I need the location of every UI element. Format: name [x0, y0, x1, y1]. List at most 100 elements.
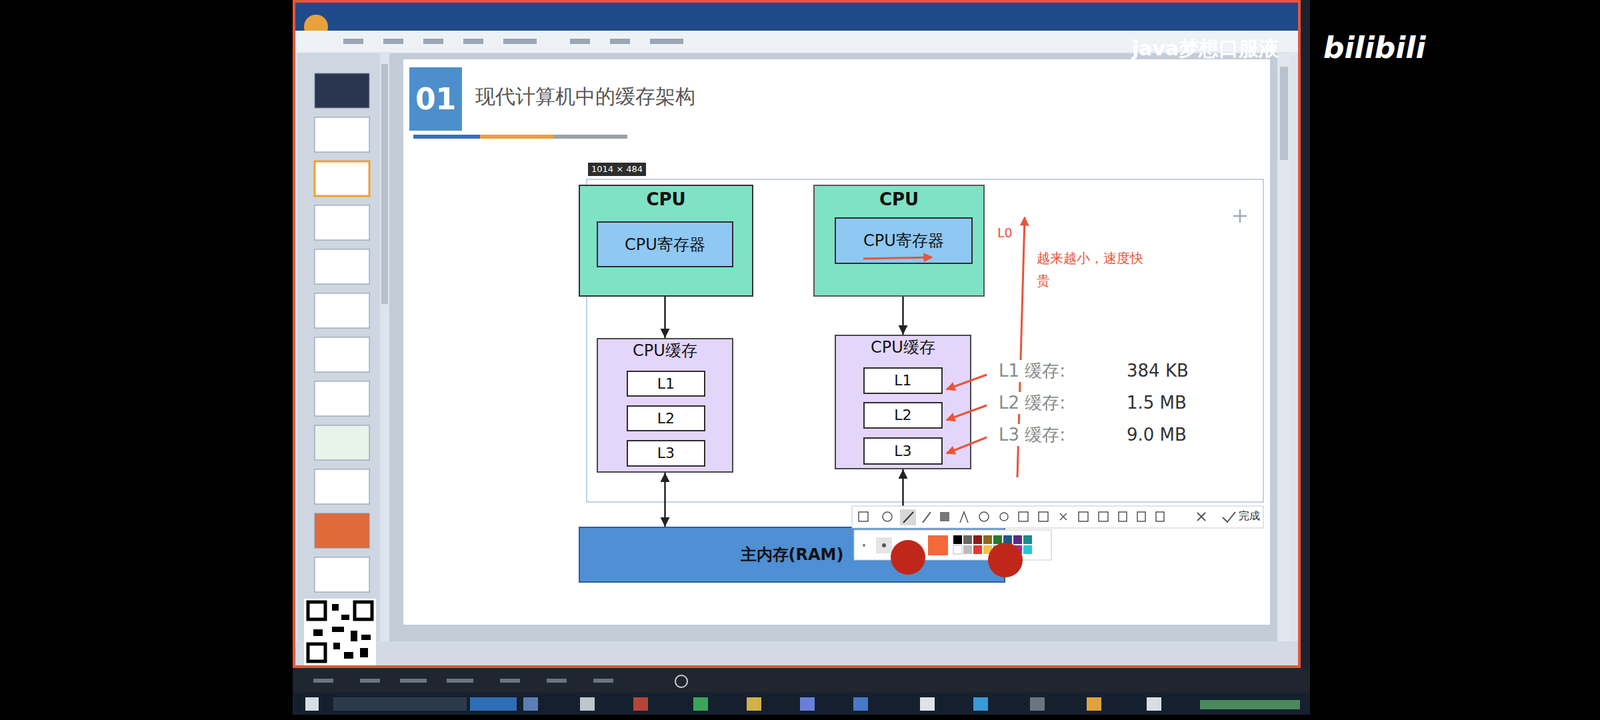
- pen-size: [876, 537, 892, 554]
- swatch: [1023, 545, 1032, 554]
- tool-icon: [858, 512, 868, 522]
- cursor-marker: [988, 542, 1023, 578]
- thumbnail: [314, 73, 370, 108]
- thumbnail: [314, 293, 370, 328]
- cache-level-box: L1: [626, 370, 706, 397]
- qr-bit: [333, 642, 340, 650]
- connector-arrow: [664, 472, 666, 527]
- thumbnail: [314, 557, 370, 592]
- annotation-note: 越来越小，速度快 贵: [1036, 246, 1152, 292]
- thumbnail: [314, 513, 370, 548]
- tool-icon: [1018, 512, 1028, 522]
- connector-arrow: [902, 469, 904, 527]
- power-icon: [675, 675, 688, 688]
- task-icon: [1086, 697, 1102, 711]
- check-icon: [1222, 512, 1236, 522]
- qr-bit: [332, 626, 344, 632]
- tool-icon: [903, 512, 914, 523]
- swatch: [1003, 545, 1012, 554]
- ribbon-tab: [650, 38, 684, 44]
- ribbon: [295, 30, 1298, 52]
- task-icon: [470, 697, 517, 711]
- leader-arrow: [946, 374, 987, 390]
- cache-level-box: L3: [626, 440, 706, 467]
- task-icon: [580, 697, 595, 711]
- swatch: [1013, 545, 1022, 554]
- tool-icon: [1038, 512, 1048, 522]
- memory-box: 主内存(RAM): [578, 526, 1006, 583]
- tool-icon: [979, 512, 989, 522]
- task-icon: [693, 697, 708, 711]
- cache-level-box: L1: [863, 367, 943, 394]
- node-text: L1: [894, 371, 912, 390]
- cpu-box: CPUCPU寄存器: [813, 184, 985, 297]
- node-text: CPU缓存: [632, 340, 698, 361]
- title-underline: [553, 134, 628, 139]
- thumbnail: [314, 337, 370, 372]
- swatch: [983, 535, 992, 544]
- scrollbar: [1278, 53, 1290, 642]
- cache-level-box: L2: [626, 405, 706, 432]
- title-bar: [295, 2, 1298, 31]
- thumbnail: [314, 117, 370, 152]
- thumbnail: [314, 249, 370, 284]
- task-icon: [853, 697, 868, 711]
- task-icon: [920, 697, 935, 711]
- node-text: CPU: [879, 188, 919, 211]
- node-text: CPU寄存器: [624, 234, 706, 255]
- swatch: [963, 535, 972, 544]
- qr-bit: [313, 629, 323, 636]
- ribbon-tab: [503, 38, 537, 44]
- section-number-block: [409, 67, 462, 131]
- speed-arrow: [1017, 217, 1025, 478]
- register-box: CPU寄存器: [596, 221, 734, 268]
- qr-bit: [350, 630, 358, 642]
- cache-box: CPU缓存L1L2L3: [834, 334, 972, 470]
- qr-bit: [341, 614, 350, 620]
- window: [294, 1, 1300, 667]
- watermark: java梦想口服液: [1132, 36, 1279, 62]
- selection-frame: [586, 179, 1264, 502]
- watermark-logo: bilibili: [1323, 29, 1426, 66]
- qr-bit: [361, 634, 371, 640]
- color-palette: [854, 530, 1052, 560]
- leader-arrow: [946, 405, 987, 420]
- node-text: 主内存(RAM): [740, 544, 844, 565]
- thumbnail-pane: [297, 53, 380, 644]
- swatch: [993, 545, 1002, 554]
- pane-scrollbar: [381, 64, 388, 304]
- node-text: CPU缓存: [870, 337, 936, 358]
- slide: [403, 59, 1270, 625]
- size-tag: 1014 × 484: [588, 162, 646, 176]
- task-icon: [1030, 697, 1045, 711]
- task-icon: [746, 697, 762, 711]
- toolbar: [852, 506, 1264, 528]
- tool-icon: [1000, 512, 1008, 521]
- pen-size: [903, 542, 910, 549]
- cache-level-box: L3: [863, 437, 943, 465]
- thumbnail: [314, 161, 370, 196]
- tool-icon: [1098, 512, 1108, 522]
- level-label: L0: [997, 225, 1013, 242]
- node-text: L3: [894, 442, 912, 461]
- task-icon: [633, 697, 648, 711]
- thumbnail: [314, 381, 370, 416]
- ribbon-tab: [423, 38, 444, 44]
- slide-title: 现代计算机中的缓存架构: [475, 84, 696, 110]
- cache-size-label: L2 缓存:: [998, 392, 1066, 414]
- thumbnail: [314, 425, 370, 460]
- taskbar: [294, 693, 1310, 715]
- cache-size-label: L1 缓存:: [998, 360, 1066, 382]
- title-underline: [480, 134, 554, 139]
- swatch: [963, 545, 972, 554]
- swatch: [953, 545, 962, 554]
- sparkle-icon: [1233, 209, 1247, 223]
- slide-area: [389, 53, 1278, 642]
- leader-arrow: [946, 437, 987, 454]
- node-text: L1: [657, 374, 675, 394]
- cache-size-value: 384 KB: [1126, 360, 1189, 382]
- cache-size-value: 9.0 MB: [1126, 424, 1187, 446]
- tool-icon: [922, 512, 931, 523]
